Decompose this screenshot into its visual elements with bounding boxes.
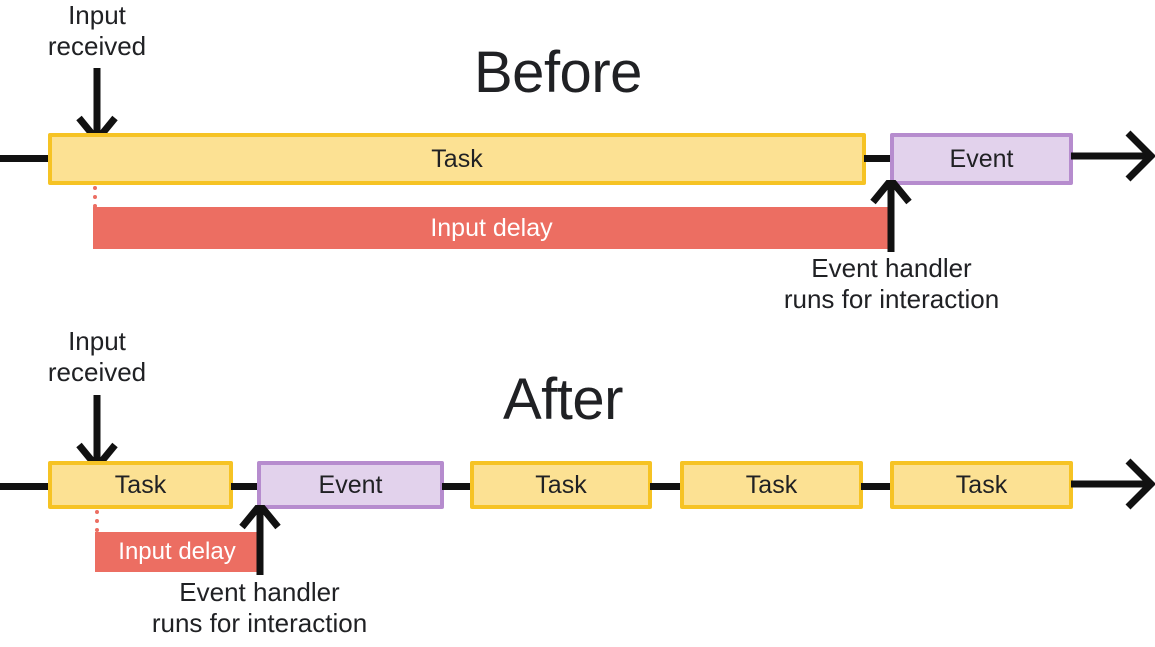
after-task-label-2: Task [535, 470, 587, 499]
before-event-label: Event [949, 144, 1014, 173]
after-connector-1 [231, 483, 259, 490]
after-event-handler-arrow [237, 505, 283, 575]
arrow-up-icon [239, 505, 281, 575]
after-timeline-right-arrow [1071, 456, 1155, 512]
before-timeline-left-stub [0, 155, 50, 162]
after-task-label-1: Task [114, 470, 167, 499]
before-input-received-line1: Input [68, 0, 126, 30]
after-input-delay-bar: Input delay [95, 532, 259, 572]
after-task-label-3: Task [745, 470, 798, 499]
before-timeline-right-arrow [1071, 128, 1155, 184]
after-input-delay-label: Input delay [118, 538, 236, 565]
after-input-delay-guide [95, 510, 103, 532]
after-event-handler-line2: runs for interaction [151, 607, 368, 638]
after-connector-2 [442, 483, 472, 490]
after-input-received-arrow [74, 395, 120, 471]
after-task-block-3: Task [680, 461, 863, 509]
after-task-label-4: Task [955, 470, 1008, 499]
after-event-handler-line1: Event handler [179, 577, 340, 607]
before-event-handler-line1: Event handler [811, 253, 972, 283]
after-event-handler-note: Event handler runs for interaction [81, 577, 438, 638]
before-event-handler-arrow [868, 180, 914, 252]
before-task-event-connector [864, 155, 892, 162]
before-event-handler-note: Event handler runs for interaction [713, 253, 1070, 314]
before-event-block: Event [890, 133, 1073, 185]
arrow-down-icon [76, 395, 118, 471]
before-input-delay-guide [93, 186, 101, 208]
after-timeline-left-stub [0, 483, 50, 490]
before-task-label: Task [431, 144, 483, 173]
after-task-block-1: Task [48, 461, 233, 509]
after-section-title: After [503, 367, 624, 432]
arrow-right-icon [1071, 130, 1155, 182]
arrow-right-icon [1071, 458, 1155, 510]
before-input-received-line2: received [47, 30, 147, 61]
before-input-delay-bar: Input delay [93, 207, 890, 249]
after-event-block: Event [257, 461, 444, 509]
before-event-handler-line2: runs for interaction [783, 283, 1000, 314]
after-connector-3 [650, 483, 682, 490]
after-input-received-line2: received [47, 356, 147, 387]
arrow-up-icon [870, 180, 912, 252]
before-section-title: Before [474, 40, 642, 105]
after-task-block-4: Task [890, 461, 1073, 509]
after-event-label: Event [318, 470, 383, 499]
before-task-block: Task [48, 133, 866, 185]
before-input-received-label: Input received [8, 0, 186, 61]
after-task-block-2: Task [470, 461, 652, 509]
after-connector-4 [861, 483, 892, 490]
after-input-received-label: Input received [8, 326, 186, 387]
before-input-delay-label: Input delay [430, 213, 553, 242]
after-input-received-line1: Input [68, 326, 126, 356]
